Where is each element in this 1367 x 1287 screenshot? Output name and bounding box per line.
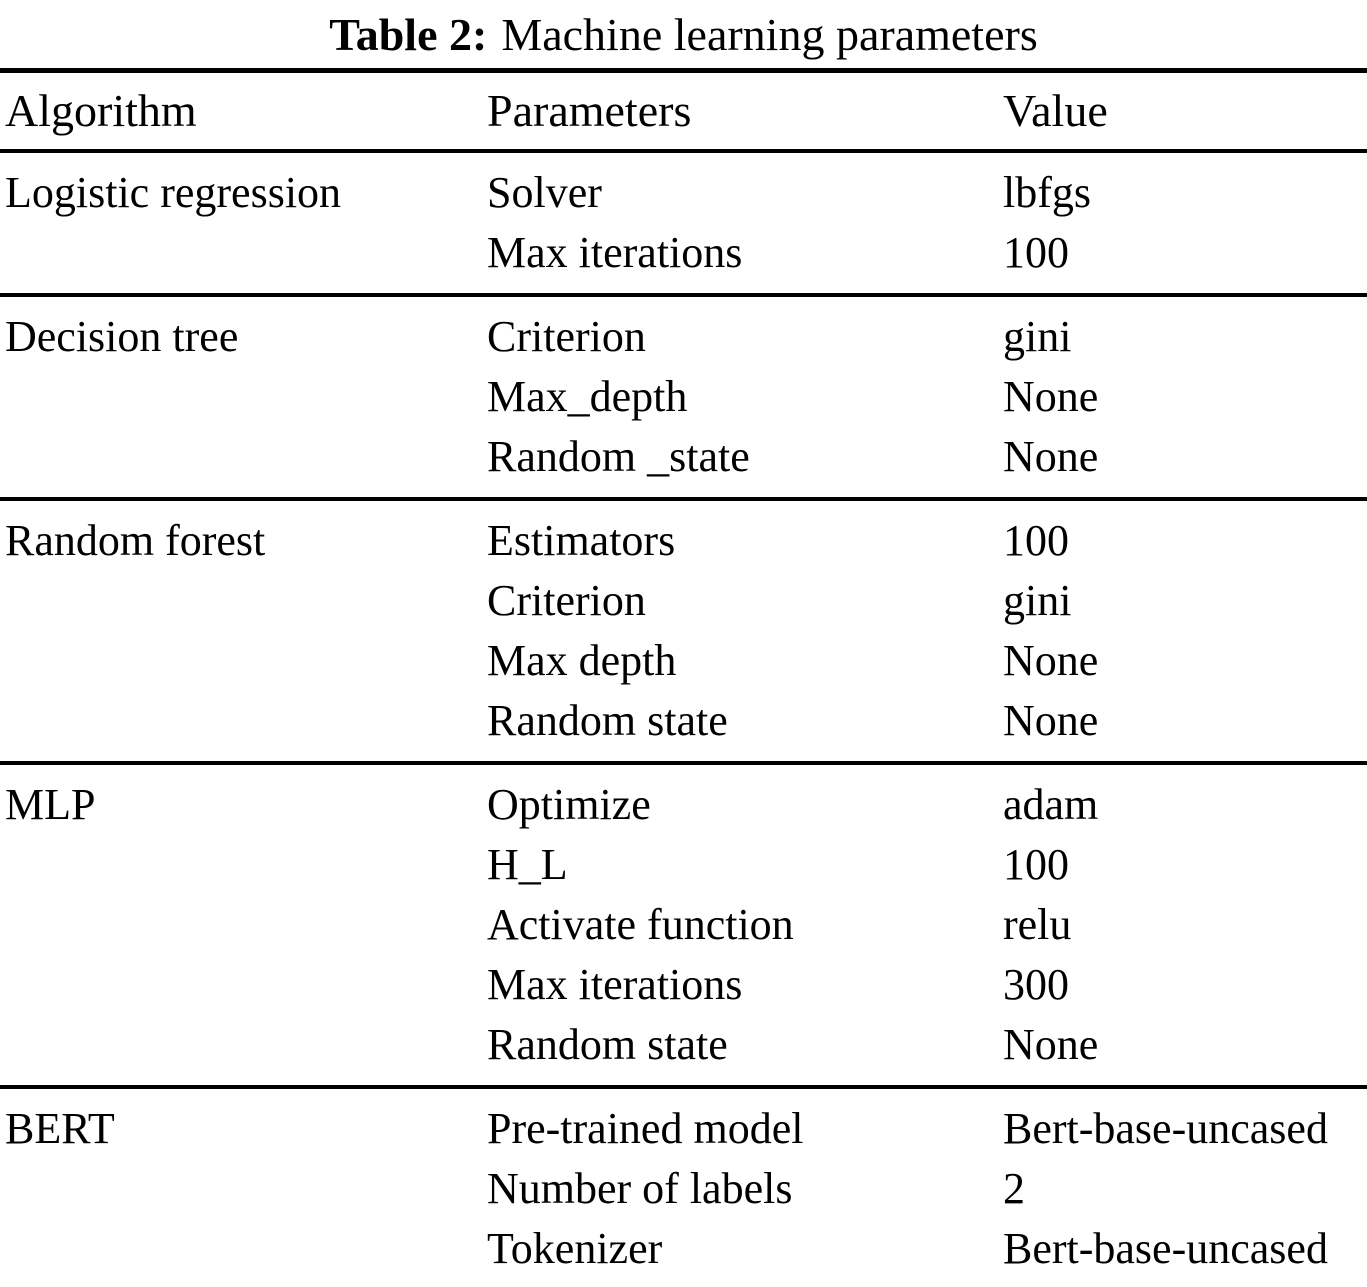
algorithm-cell: MLP <box>5 780 96 829</box>
table-row: Random state None <box>0 691 1367 751</box>
table-row: Logistic regression Solver lbfgs <box>0 163 1367 223</box>
algorithm-cell <box>5 571 487 631</box>
value-cell: None <box>1003 1020 1099 1069</box>
table-row: BERT Pre-trained model Bert-base-uncased <box>0 1099 1367 1159</box>
algorithm-cell <box>5 1159 487 1219</box>
value-cell: 100 <box>1003 840 1069 889</box>
parameter-cell: Optimize <box>487 780 651 829</box>
table-row: Criterion gini <box>0 571 1367 631</box>
algorithm-cell: Decision tree <box>5 312 239 361</box>
value-cell: gini <box>1003 576 1072 625</box>
parameter-cell: Pre-trained model <box>487 1104 804 1153</box>
table-body: Logistic regression Solver lbfgs Max ite… <box>0 153 1367 1287</box>
table-row: Max depth None <box>0 631 1367 691</box>
table-row: H_L 100 <box>0 835 1367 895</box>
algorithm-cell: Logistic regression <box>5 168 342 217</box>
parameter-cell: Max depth <box>487 636 677 685</box>
parameter-cell: Random state <box>487 696 728 745</box>
algorithm-group: BERT Pre-trained model Bert-base-uncased… <box>0 1089 1367 1287</box>
value-cell: adam <box>1003 780 1099 829</box>
parameter-cell: Max iterations <box>487 960 743 1009</box>
group-separator-rule <box>0 293 1367 297</box>
table-row: Random _state None <box>0 427 1367 487</box>
value-cell: None <box>1003 432 1099 481</box>
table-row: Random forest Estimators 100 <box>0 511 1367 571</box>
parameter-cell: Random _state <box>487 432 750 481</box>
algorithm-cell <box>5 1015 487 1075</box>
algorithm-cell <box>5 1219 487 1279</box>
table-row: Max_depth None <box>0 367 1367 427</box>
algorithm-cell <box>5 427 487 487</box>
table-row: Activate function relu <box>0 895 1367 955</box>
algorithm-cell <box>5 367 487 427</box>
parameter-cell: Estimators <box>487 516 676 565</box>
value-cell: gini <box>1003 312 1072 361</box>
algorithm-cell <box>5 895 487 955</box>
value-cell: None <box>1003 636 1099 685</box>
algorithm-cell <box>5 691 487 751</box>
algorithm-group: Random forest Estimators 100 Criterion g… <box>0 501 1367 761</box>
algorithm-group: MLP Optimize adam H_L 100 Activate funct… <box>0 765 1367 1085</box>
table-caption-text: Machine learning parameters <box>501 9 1038 60</box>
value-cell: Bert-base-uncased <box>1003 1104 1328 1153</box>
value-cell: relu <box>1003 900 1072 949</box>
header-rule <box>0 149 1367 153</box>
algorithm-group: Logistic regression Solver lbfgs Max ite… <box>0 153 1367 293</box>
table-caption-label: Table 2: <box>329 9 488 60</box>
parameter-cell: Max_depth <box>487 372 688 421</box>
table-row: Number of labels 2 <box>0 1159 1367 1219</box>
top-rule <box>0 68 1367 73</box>
table-row: Max iterations 100 <box>0 223 1367 283</box>
value-cell: 300 <box>1003 960 1069 1009</box>
group-separator-rule <box>0 1085 1367 1089</box>
parameter-cell: Criterion <box>487 576 646 625</box>
value-cell: lbfgs <box>1003 168 1091 217</box>
column-header-value: Value <box>1003 85 1108 136</box>
parameter-cell: Criterion <box>487 312 646 361</box>
algorithm-cell: Random forest <box>5 516 266 565</box>
column-header-algorithm: Algorithm <box>5 85 197 136</box>
parameter-cell: Random state <box>487 1020 728 1069</box>
table-caption: Table 2: Machine learning parameters <box>0 0 1367 68</box>
table-row: MLP Optimize adam <box>0 775 1367 835</box>
value-cell: None <box>1003 372 1099 421</box>
group-separator-rule <box>0 497 1367 501</box>
value-cell: 2 <box>1003 1164 1025 1213</box>
algorithm-cell <box>5 835 487 895</box>
parameter-cell: Number of labels <box>487 1164 793 1213</box>
table-row: Random state None <box>0 1015 1367 1075</box>
parameter-cell: Max iterations <box>487 228 743 277</box>
value-cell: 100 <box>1003 228 1069 277</box>
algorithm-cell <box>5 223 487 283</box>
group-separator-rule <box>0 761 1367 765</box>
parameter-cell: Solver <box>487 168 602 217</box>
parameter-cell: H_L <box>487 840 568 889</box>
table-header-row: Algorithm Parameters Value <box>0 73 1367 149</box>
algorithm-cell: BERT <box>5 1104 115 1153</box>
value-cell: None <box>1003 696 1099 745</box>
parameter-cell: Tokenizer <box>487 1224 663 1273</box>
table-row: Decision tree Criterion gini <box>0 307 1367 367</box>
parameter-cell: Activate function <box>487 900 794 949</box>
value-cell: 100 <box>1003 516 1069 565</box>
value-cell: Bert-base-uncased <box>1003 1224 1328 1273</box>
column-header-parameters: Parameters <box>487 85 692 136</box>
table-row: Max iterations 300 <box>0 955 1367 1015</box>
algorithm-cell <box>5 631 487 691</box>
algorithm-group: Decision tree Criterion gini Max_depth N… <box>0 297 1367 497</box>
table-row: Tokenizer Bert-base-uncased <box>0 1219 1367 1279</box>
algorithm-cell <box>5 955 487 1015</box>
